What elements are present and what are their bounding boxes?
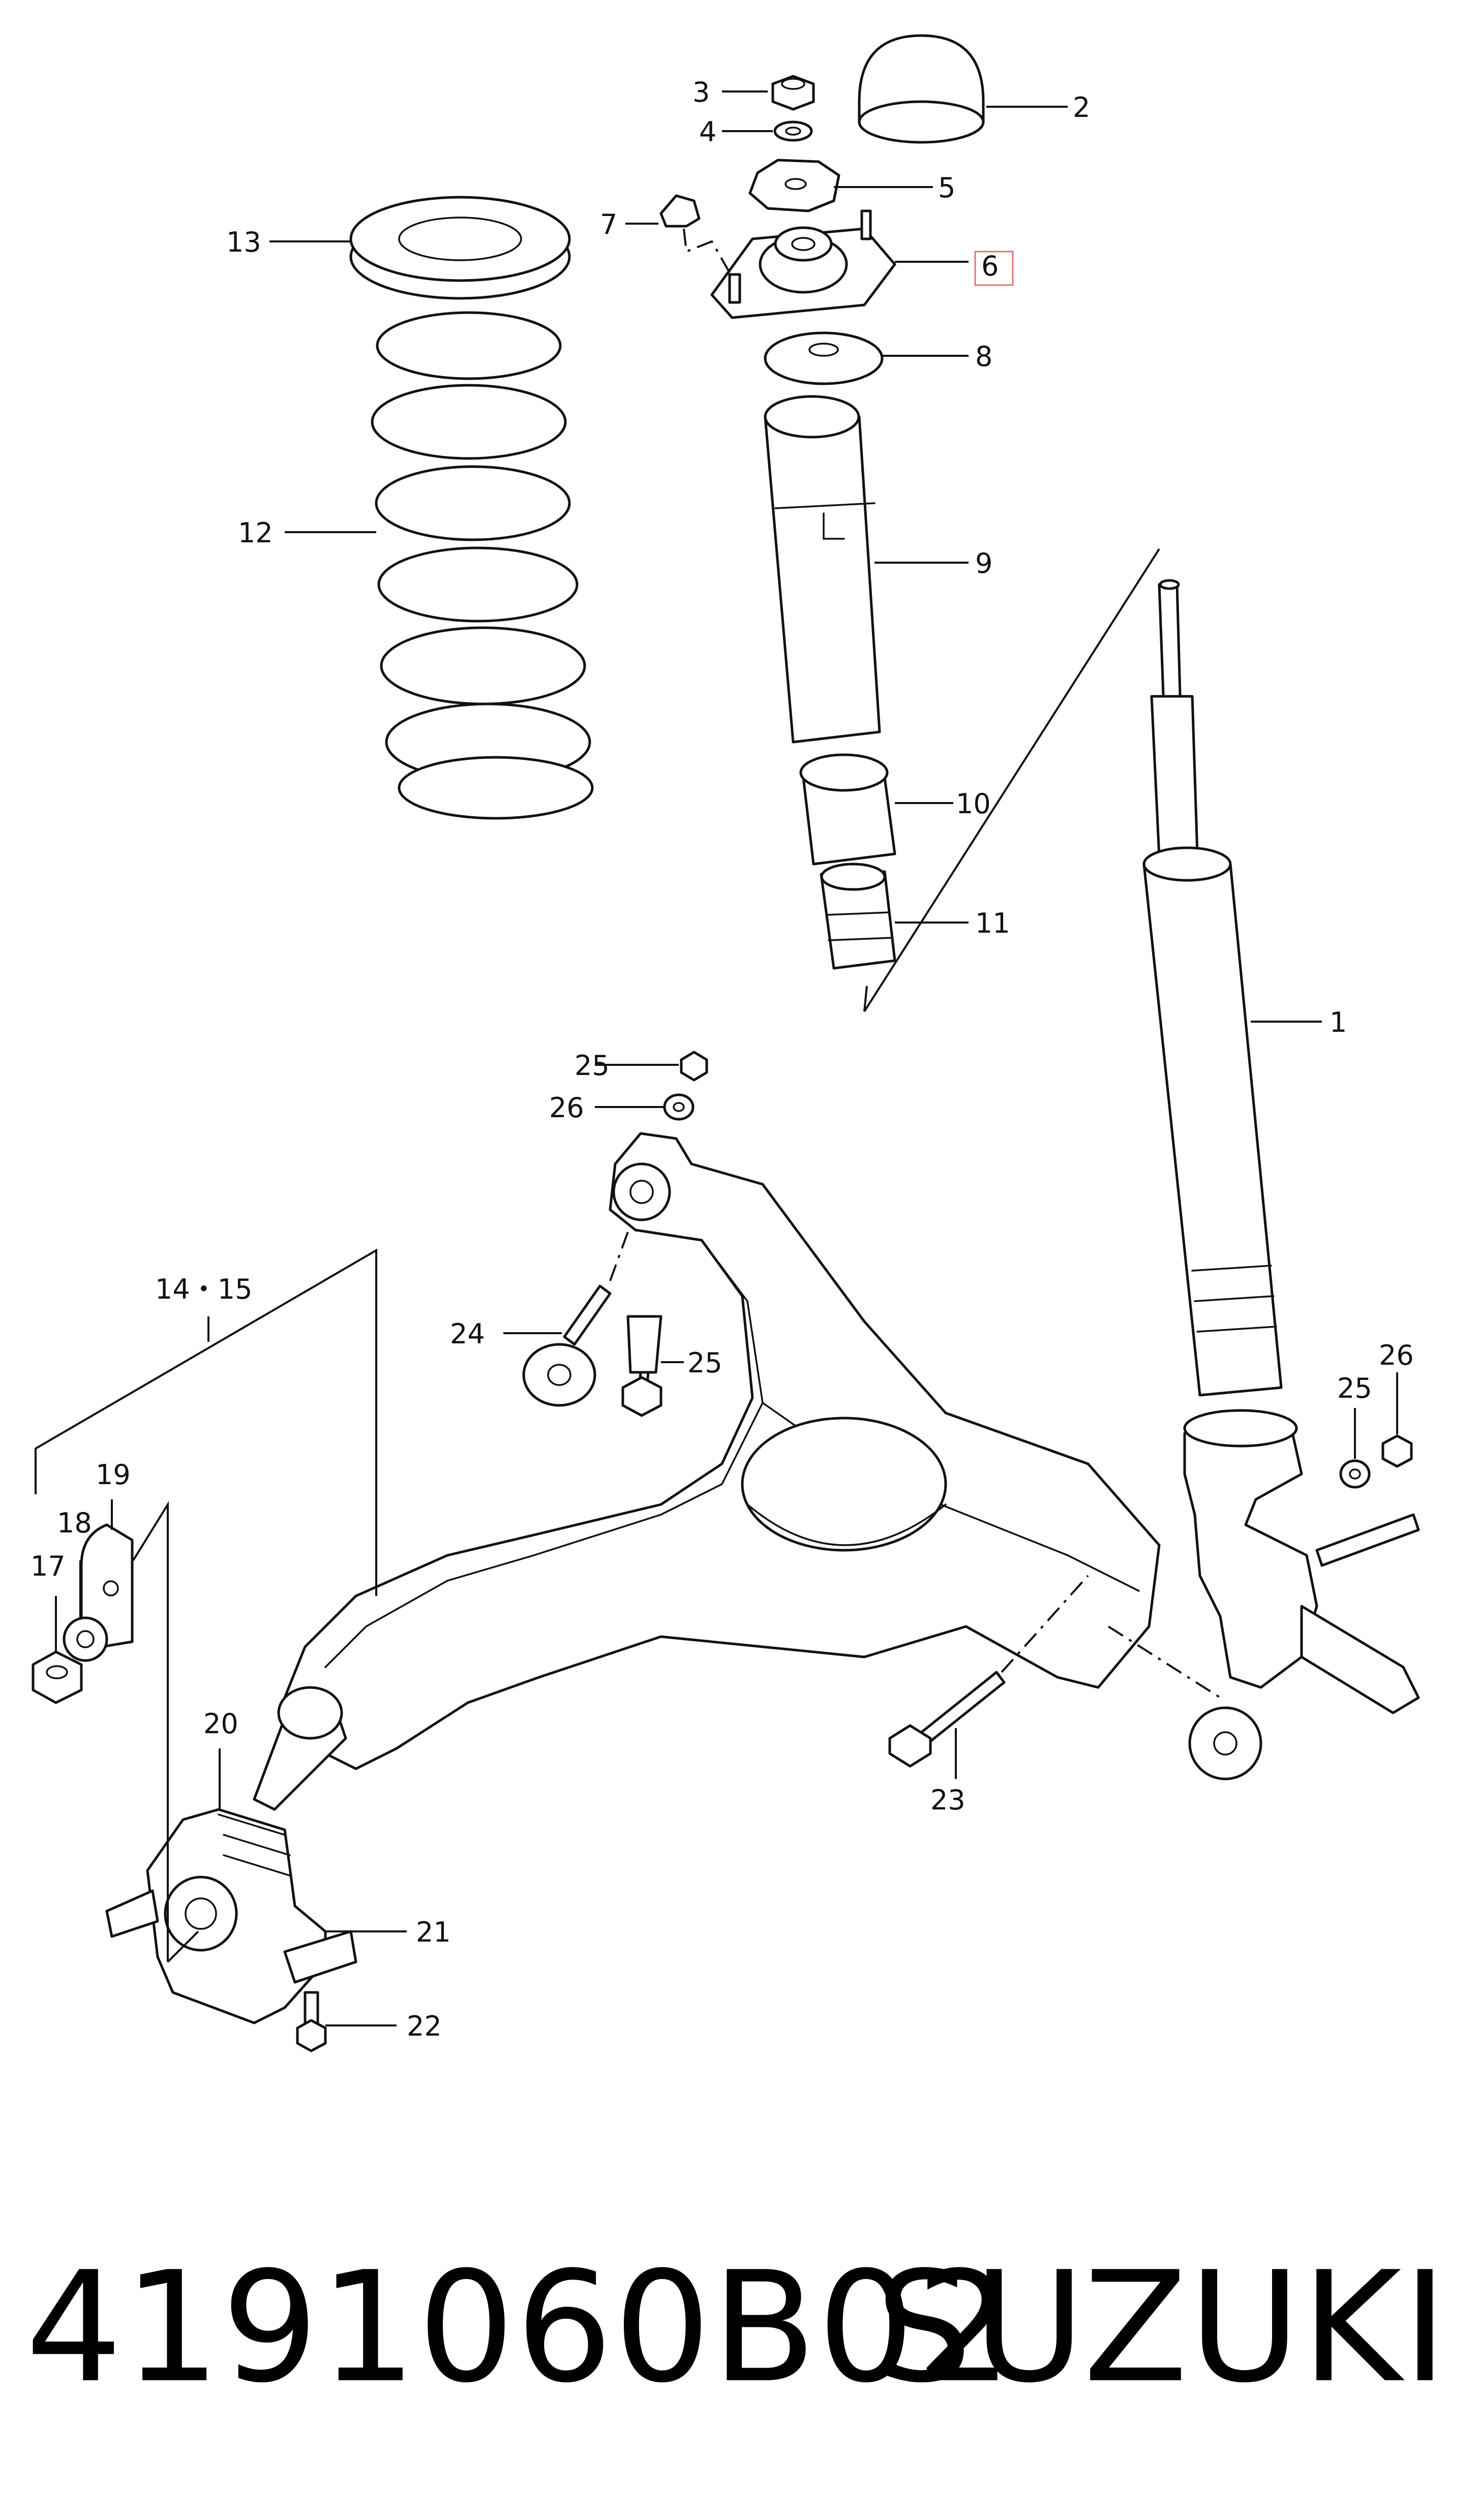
suspension-exploded-diagram: 2 3 4 5 6 7 8 9 10 11 1 12 13 25 26 24 2… xyxy=(31,34,1420,2052)
callout-1: 1 xyxy=(1330,1006,1347,1038)
callout-14-15: 14・15 xyxy=(155,1273,252,1305)
part-2-dust-cap[interactable] xyxy=(858,34,985,144)
part-21-bolt[interactable] xyxy=(296,1991,327,2052)
callout-18: 19 xyxy=(96,1459,131,1491)
part-24-bolt[interactable] xyxy=(621,1315,662,1417)
callout-labels: 2 3 4 5 6 7 8 9 10 11 1 12 13 25 26 24 2… xyxy=(31,76,1414,2042)
part-13-spring-insulator[interactable] xyxy=(349,196,571,300)
part-11-bumper[interactable] xyxy=(820,863,896,970)
callout-9: 9 xyxy=(975,547,992,579)
callout-16: 17 xyxy=(31,1550,66,1582)
part-9-dust-boot[interactable] xyxy=(764,395,881,744)
callout-11: 11 xyxy=(975,907,1010,939)
part-3-nut[interactable] xyxy=(771,75,815,111)
callout-22: 23 xyxy=(930,1784,965,1816)
part-5-plate[interactable] xyxy=(748,159,840,212)
connector-23 xyxy=(609,1224,631,1281)
callout-12: 12 xyxy=(238,517,273,549)
part-16-nut[interactable] xyxy=(32,1650,83,1704)
footer: 4191060B02 SUZUKI xyxy=(0,2236,1479,2419)
callout-25-top: 26 xyxy=(549,1092,584,1124)
callout-25-right: 25 xyxy=(1337,1372,1372,1404)
callout-17: 18 xyxy=(57,1507,92,1539)
part-19-bushing[interactable] xyxy=(253,1686,347,1811)
leader-lines xyxy=(55,90,1398,2026)
callout-7: 7 xyxy=(600,208,617,240)
callout-4: 4 xyxy=(699,116,716,148)
part-18-clamp[interactable] xyxy=(80,1523,134,1648)
callout-23: 24 xyxy=(450,1318,485,1350)
part-12-coil-spring[interactable] xyxy=(371,311,594,820)
part-number: 4191060B02 xyxy=(25,2239,1014,2416)
part-14-15-lower-arm[interactable] xyxy=(283,1132,1262,1780)
part-4-washer[interactable] xyxy=(773,120,813,142)
knuckle-assembly[interactable] xyxy=(1183,1409,1420,1714)
part-22-long-bolt[interactable] xyxy=(888,1671,1006,1768)
part-25-washer-right[interactable] xyxy=(1339,1459,1371,1489)
callout-8: 8 xyxy=(975,341,992,373)
part-26-nut-right[interactable] xyxy=(1381,1434,1413,1468)
part-1-shock-absorber[interactable] xyxy=(1142,579,1283,1397)
part-17-washer[interactable] xyxy=(63,1616,108,1662)
group-bracket-14-15 xyxy=(35,1248,377,1596)
callout-26-top: 25 xyxy=(575,1050,610,1082)
brand-name: SUZUKI xyxy=(875,2239,1448,2416)
part-6-strut-mount[interactable] xyxy=(710,209,896,319)
part-23-bolt[interactable] xyxy=(522,1284,612,1407)
callout-19: 20 xyxy=(203,1708,238,1740)
part-26-nut-top[interactable] xyxy=(680,1051,708,1082)
callout-26-right: 26 xyxy=(1379,1339,1414,1371)
highlight-box-6 xyxy=(974,251,1014,286)
callout-24: 25 xyxy=(687,1347,722,1379)
part-25-washer-top[interactable] xyxy=(663,1093,695,1121)
callout-13: 13 xyxy=(226,226,261,258)
callout-10: 10 xyxy=(956,788,991,820)
callout-5: 5 xyxy=(938,172,955,204)
part-7-nut[interactable] xyxy=(659,194,733,278)
callout-2: 2 xyxy=(1073,91,1090,124)
part-10-bump-stop[interactable] xyxy=(799,753,896,866)
part-8-spring-seat[interactable] xyxy=(764,331,884,385)
callout-20: 21 xyxy=(416,1916,451,1948)
part-20-bracket[interactable] xyxy=(105,1808,357,2024)
callout-3: 3 xyxy=(692,76,710,108)
callout-21: 22 xyxy=(407,2010,442,2042)
callout-6: 6 xyxy=(981,250,999,282)
connector-22 xyxy=(1001,1575,1221,1699)
